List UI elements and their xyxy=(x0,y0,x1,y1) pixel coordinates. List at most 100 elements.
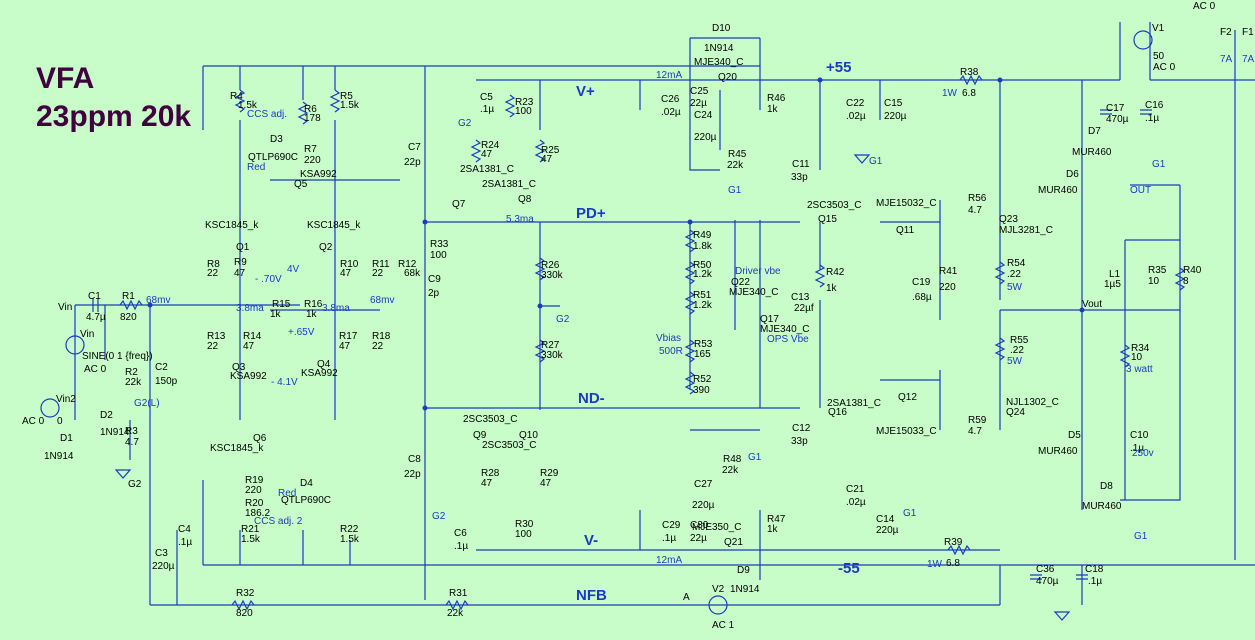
label-q12v: MJE15033_C xyxy=(876,426,937,437)
label-d1v: 1N914 xyxy=(44,451,74,462)
label-r53: R53 xyxy=(694,339,713,350)
label-r34v: 10 xyxy=(1131,352,1143,363)
label-c27: C27 xyxy=(694,479,713,490)
label-d9: D9 xyxy=(737,565,750,576)
label-d5: D5 xyxy=(1068,430,1081,441)
label-c36: C36 xyxy=(1036,564,1055,575)
label-r6: R6 xyxy=(304,104,317,115)
label-i12b: 12mA xyxy=(656,555,682,566)
label-r14v: 47 xyxy=(243,341,255,352)
label-q15: Q15 xyxy=(818,214,837,225)
label-r10: R10 xyxy=(340,259,359,270)
label-r30: R30 xyxy=(515,519,534,530)
net-ndminus: ND- xyxy=(578,390,605,407)
label-c15: C15 xyxy=(884,98,903,109)
label-r28: R28 xyxy=(481,468,500,479)
capacitor-C1 xyxy=(92,298,99,312)
label-r29v: 47 xyxy=(540,478,552,489)
label-r40: R40 xyxy=(1183,265,1202,276)
label-r46v: 1k xyxy=(767,104,779,115)
label-w5b: 5W xyxy=(1007,356,1023,367)
label-r38: R38 xyxy=(960,67,979,78)
label-r13v: 22 xyxy=(207,341,219,352)
label-w5a: 5W xyxy=(1007,282,1023,293)
label-r1: R1 xyxy=(122,291,135,302)
label-d8: D8 xyxy=(1100,481,1113,492)
label-c6: C6 xyxy=(454,528,467,539)
resistor-R4 xyxy=(234,89,246,113)
label-zero: 0 xyxy=(57,416,63,427)
label-c12v: 33p xyxy=(791,436,808,447)
label-r29: R29 xyxy=(540,468,559,479)
label-c1v: 4.7µ xyxy=(86,312,106,323)
resistor-R50 xyxy=(684,261,696,285)
label-ac0b: AC 0 xyxy=(22,416,45,427)
label-r47v: 1k xyxy=(767,524,779,535)
label-vin2: Vin xyxy=(80,329,94,340)
label-q9: Q9 xyxy=(473,430,487,441)
label-d8v: MUR460 xyxy=(1082,501,1122,512)
label-v2: V2 xyxy=(712,584,725,595)
label-c3v: 220µ xyxy=(152,561,175,572)
capacitor-C36 xyxy=(1030,574,1042,580)
label-r5v: 1.5k xyxy=(340,100,360,111)
label-c21: C21 xyxy=(846,484,865,495)
label-c27v: 220µ xyxy=(692,500,715,511)
label-d3v: QTLP690C xyxy=(248,152,298,163)
label-q16: Q16 xyxy=(828,407,847,418)
label-r41v: 220 xyxy=(939,282,956,293)
label-c24: C24 xyxy=(694,110,713,121)
label-c25: C25 xyxy=(690,86,709,97)
label-r46: R46 xyxy=(767,93,786,104)
label-q7v: 2SA1381_C xyxy=(460,164,514,175)
label-r45v: 22k xyxy=(727,160,744,171)
label-d2v: 1N914 xyxy=(100,427,130,438)
label-g1a: G1 xyxy=(728,185,742,196)
label-l1: L1 xyxy=(1109,269,1121,280)
label-c8v: 22p xyxy=(404,469,421,480)
label-c17v: 470µ xyxy=(1106,114,1129,125)
label-ac0a: AC 0 xyxy=(84,364,107,375)
label-r34: R34 xyxy=(1131,343,1150,354)
label-r50: R50 xyxy=(693,260,712,271)
label-i53: 5.3ma xyxy=(506,214,534,225)
label-r500: 500R xyxy=(659,346,683,357)
label-r22v: 1.5k xyxy=(340,534,360,545)
label-c24v: 220µ xyxy=(694,132,717,143)
label-a: A xyxy=(683,592,690,603)
label-r16: R16 xyxy=(304,299,323,310)
source-vin xyxy=(65,335,85,355)
label-g2b: G2 xyxy=(556,314,570,325)
label-q22v: MJE340_C xyxy=(729,287,778,298)
label-r18v: 22 xyxy=(372,341,384,352)
label-r49: R49 xyxy=(693,230,712,241)
resistor-R55 xyxy=(994,337,1006,361)
label-q23: Q23 xyxy=(999,214,1018,225)
label-r16v: 1k xyxy=(306,309,318,320)
label-r38v: 6.8 xyxy=(962,88,976,99)
label-r8v: 22 xyxy=(207,268,219,279)
label-r30v: 100 xyxy=(515,529,532,540)
label-r7: R7 xyxy=(304,144,317,155)
label-r56v: 4.7 xyxy=(968,205,982,216)
label-c19v: .68µ xyxy=(912,292,932,303)
label-r40v: 8 xyxy=(1183,276,1189,287)
label-mv2: 68mv xyxy=(370,295,394,306)
label-r18: R18 xyxy=(372,331,391,342)
label-d3: D3 xyxy=(270,134,283,145)
label-c11: C11 xyxy=(792,159,810,170)
label-out: OUT xyxy=(1130,185,1151,196)
label-r55: R55 xyxy=(1010,335,1029,346)
label-d7v: MUR460 xyxy=(1072,147,1112,158)
label-ccs1: CCS adj. xyxy=(247,109,287,120)
label-r31v: 22k xyxy=(447,608,464,619)
label-d6v: MUR460 xyxy=(1038,185,1078,196)
label-c11v: 33p xyxy=(791,172,808,183)
label-r11v: 22 xyxy=(372,268,384,279)
label-r19v: 220 xyxy=(245,485,262,496)
label-q4: Q4 xyxy=(317,359,331,370)
label-c10v: .1µ xyxy=(1130,443,1144,454)
label-r33v: 100 xyxy=(430,250,447,261)
label-ac1: AC 1 xyxy=(712,620,735,631)
label-g1b: G1 xyxy=(869,156,883,167)
